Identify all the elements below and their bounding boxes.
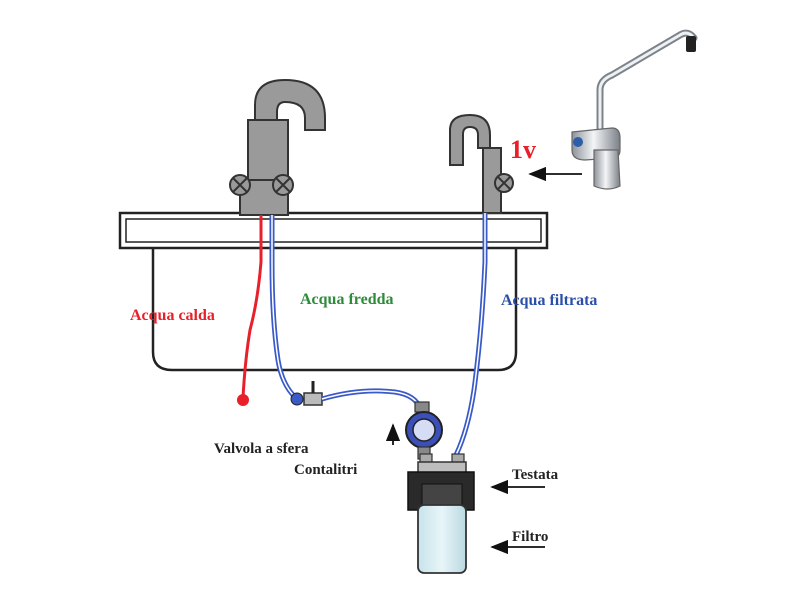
sink <box>118 211 549 372</box>
filtered-faucet-spout <box>449 113 491 166</box>
flow-meter-face <box>412 418 436 442</box>
faucet-code-label: 1v <box>510 135 536 164</box>
cold-water-label: Acqua fredda <box>300 291 394 308</box>
hot-pipe-line <box>241 215 263 399</box>
sink-rim-inner <box>125 218 542 243</box>
filter-cartridge <box>417 504 467 574</box>
cold-water-pipe <box>269 215 304 406</box>
ball-valve-body <box>303 392 323 406</box>
hot-water-label: Acqua calda <box>130 307 215 324</box>
ball-valve <box>303 381 323 406</box>
mixer-body <box>247 119 289 183</box>
filtered-water-pipe <box>453 213 488 457</box>
hot-water-pipe <box>237 215 263 406</box>
flow-meter-label: Contalitri <box>294 462 357 478</box>
filtered-faucet <box>449 113 514 214</box>
chrome-faucet-tip <box>686 36 696 52</box>
ball-valve-label: Valvola a sfera <box>214 441 309 457</box>
chrome-faucet-indicator-icon <box>573 137 583 147</box>
filter-unit <box>407 453 475 574</box>
filter-label: Filtro <box>512 529 548 545</box>
mixer-faucet <box>229 78 326 216</box>
chrome-faucet-base <box>593 149 621 190</box>
chrome-faucet-illustration <box>571 29 698 190</box>
hot-pipe-end <box>237 394 249 406</box>
cold-pipe-joint <box>290 392 304 406</box>
flow-meter <box>405 401 443 460</box>
sink-basin <box>151 245 518 372</box>
filtered-water-label: Acqua filtrata <box>501 292 597 309</box>
mixer-spout <box>254 78 326 131</box>
head-label: Testata <box>512 467 559 483</box>
valve-to-meter-pipe <box>321 388 423 410</box>
